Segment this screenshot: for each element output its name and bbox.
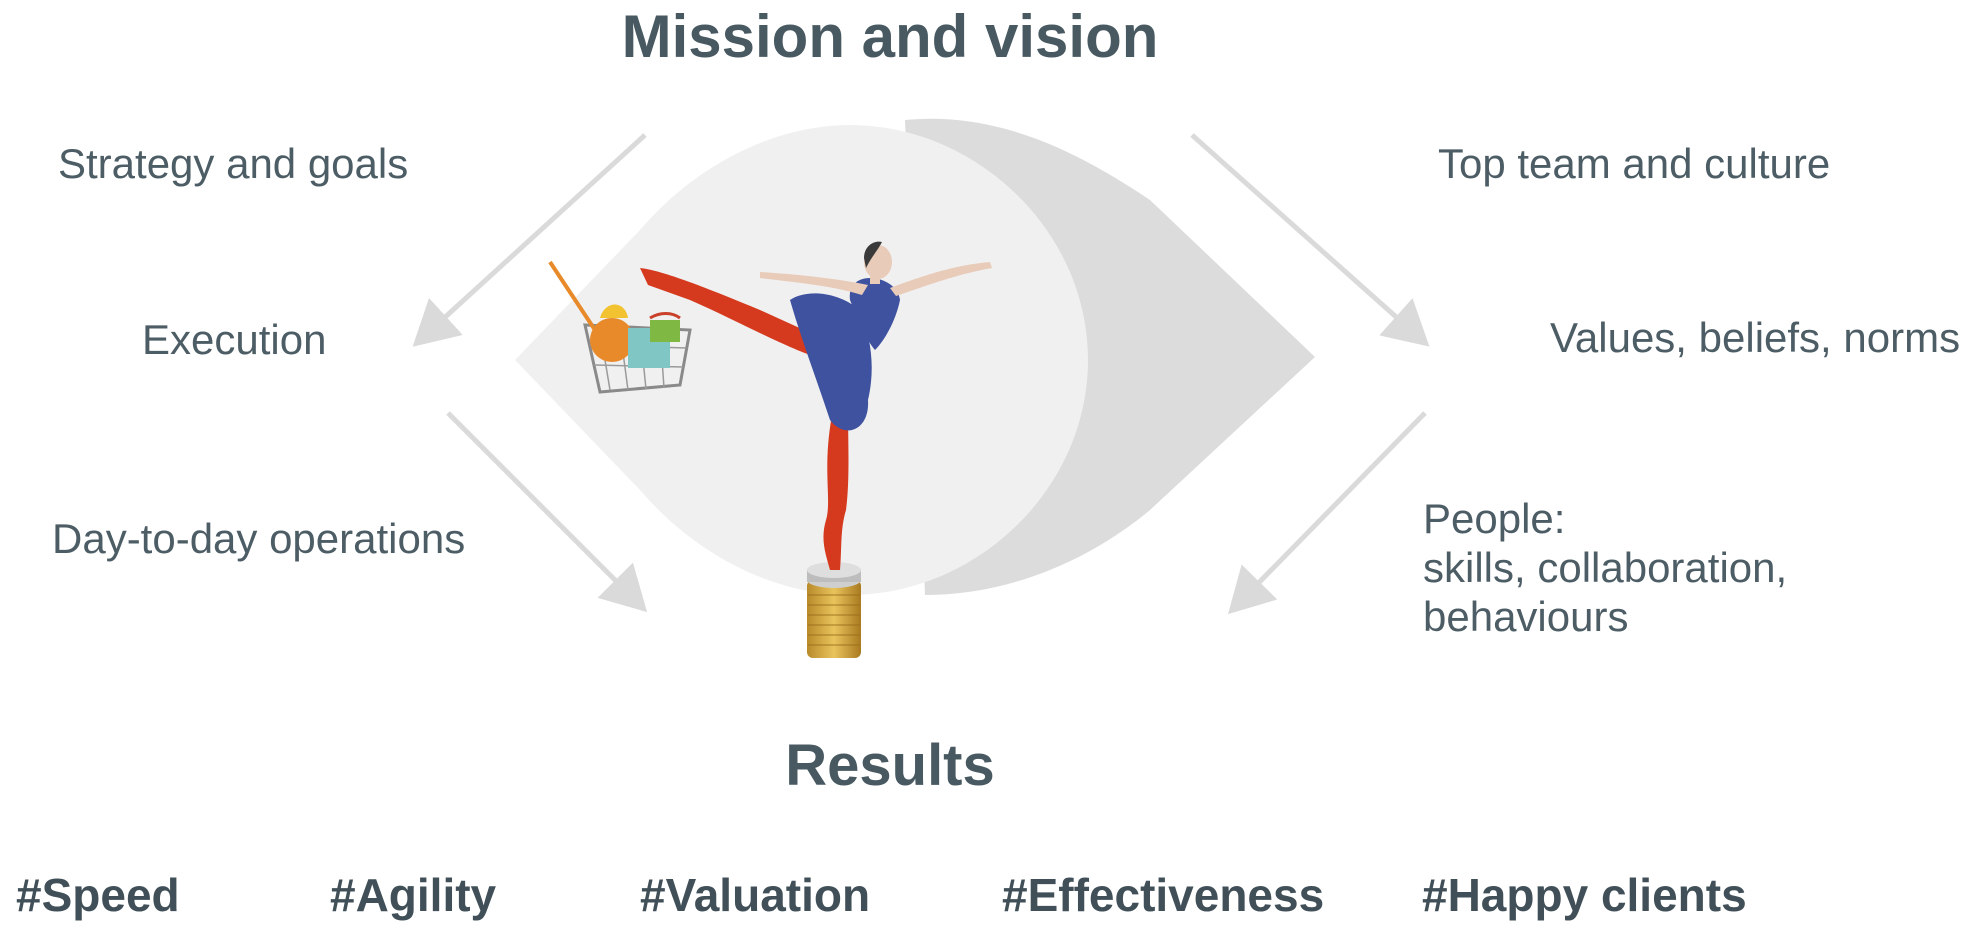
people-heading: People:: [1423, 495, 1566, 542]
arrow-topteam-to-values: [1190, 133, 1430, 347]
people-line-2: behaviours: [1423, 593, 1629, 640]
label-top-team-and-culture: Top team and culture: [1438, 140, 1831, 187]
coin-stack-icon: [807, 562, 861, 658]
hashtag-agility: #Agility: [330, 869, 497, 921]
label-values-beliefs-norms: Values, beliefs, norms: [1550, 314, 1961, 361]
ballerina-illustration: [640, 241, 992, 570]
arrow-values-to-people: [1228, 411, 1427, 615]
hashtag-speed: #Speed: [16, 869, 180, 921]
hashtag-happy-clients: #Happy clients: [1422, 869, 1747, 921]
hashtag-valuation: #Valuation: [640, 869, 871, 921]
label-people: People: skills, collaboration, behaviour…: [1423, 494, 1923, 641]
hashtag-row: #Speed #Agility #Valuation #Effectivenes…: [0, 868, 1980, 928]
eye-shape-front: [515, 125, 1088, 595]
label-strategy-and-goals: Strategy and goals: [58, 140, 409, 187]
people-line-1: skills, collaboration,: [1423, 544, 1788, 591]
shopping-basket-icon: [548, 260, 692, 394]
label-execution: Execution: [142, 316, 327, 363]
hashtag-effectiveness: #Effectiveness: [1002, 869, 1325, 921]
results-heading: Results: [785, 733, 995, 798]
page-title: Mission and vision: [621, 3, 1159, 70]
arrow-strategy-to-execution: [412, 133, 647, 347]
label-day-to-day-operations: Day-to-day operations: [52, 515, 466, 562]
arrow-execution-to-operations: [446, 411, 648, 613]
